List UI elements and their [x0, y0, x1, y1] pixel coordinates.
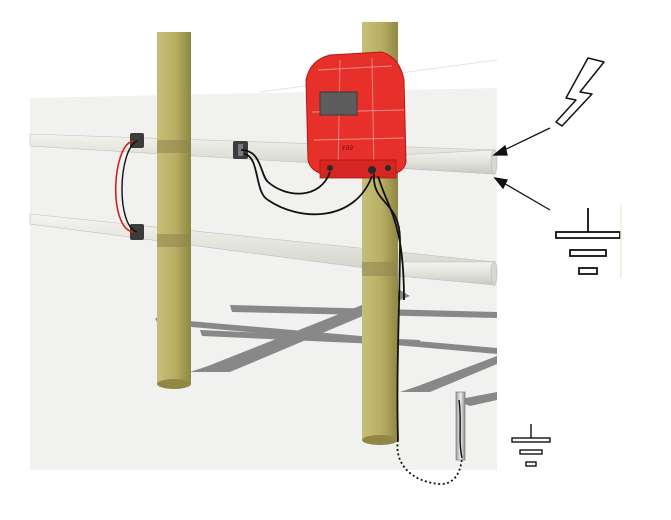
annotation-arrows — [492, 127, 551, 211]
ground-rod — [455, 391, 466, 461]
fence-energizer: ε∂∂ — [305, 51, 407, 179]
lead-wires — [240, 149, 463, 485]
energizer-brand-label: ε∂∂ — [342, 144, 353, 152]
ground-symbol-icon — [555, 208, 621, 275]
energizer-display — [319, 91, 358, 116]
fence-post-left — [157, 32, 191, 389]
fence-rails-front — [397, 149, 498, 286]
jumper-wire — [114, 140, 134, 233]
ground-symbol-small-icon — [511, 424, 551, 467]
lightning-bolt-icon — [555, 57, 605, 127]
